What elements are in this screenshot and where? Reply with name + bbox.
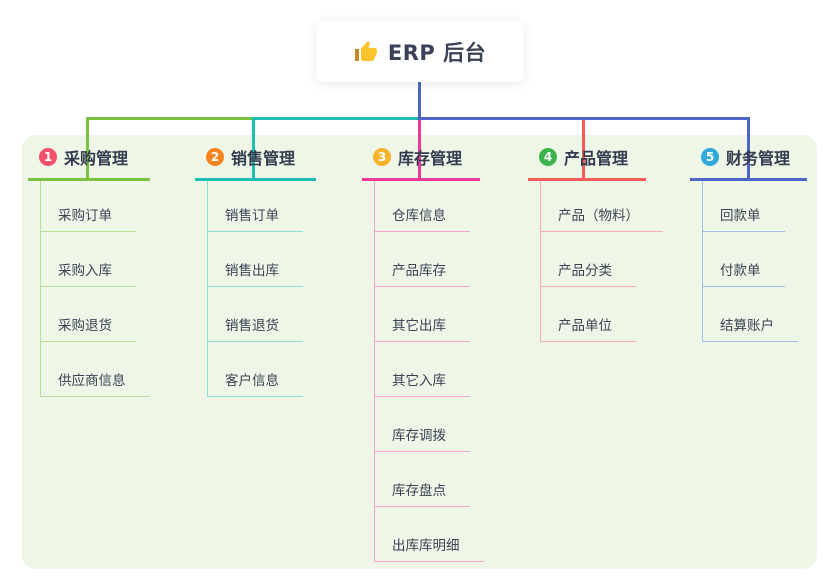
child-label: 产品库存 [392,263,446,279]
child-label: 其它出库 [392,318,446,334]
branch-header[interactable]: 3 库存管理 [362,145,480,181]
child-label: 其它入库 [392,373,446,389]
child-label: 仓库信息 [392,208,446,224]
child-label: 产品（物料） [558,208,639,224]
child-label: 采购订单 [58,208,112,224]
branch-number-badge: 3 [373,148,391,166]
child-node[interactable]: 销售出库 [208,232,303,287]
child-node[interactable]: 采购订单 [41,181,136,232]
root-node-title: ERP 后台 [387,40,487,65]
child-node[interactable]: 采购入库 [41,232,136,287]
child-node[interactable]: 其它入库 [375,342,470,397]
branch-node-2: 2 销售管理 销售订单 销售出库 销售退货 客户信息 [195,145,316,397]
child-node[interactable]: 回款单 [703,181,785,232]
branch-node-4: 4 产品管理 产品（物料） 产品分类 产品单位 [528,145,663,342]
child-node[interactable]: 供应商信息 [41,342,150,397]
child-node[interactable]: 库存调拨 [375,397,470,452]
child-label: 客户信息 [225,373,279,389]
child-label: 产品单位 [558,318,612,334]
child-label: 付款单 [720,263,761,279]
child-label: 销售订单 [225,208,279,224]
child-node[interactable]: 销售退货 [208,287,303,342]
child-node[interactable]: 仓库信息 [375,181,470,232]
branch-children: 采购订单 采购入库 采购退货 供应商信息 [40,181,150,397]
child-label: 采购入库 [58,263,112,279]
root-node-erp[interactable]: ERP 后台 [316,21,524,82]
branch-children: 仓库信息 产品库存 其它出库 其它入库 库存调拨 库存盘点 出库库明细 [374,181,484,562]
child-label: 销售出库 [225,263,279,279]
branch-node-5: 5 财务管理 回款单 付款单 结算账户 [690,145,807,342]
child-node[interactable]: 出库库明细 [375,507,484,562]
child-node[interactable]: 其它出库 [375,287,470,342]
branch-label: 销售管理 [231,149,296,168]
branch-header[interactable]: 1 采购管理 [28,145,150,181]
child-label: 回款单 [720,208,761,224]
branch-number-badge: 1 [39,148,57,166]
child-node[interactable]: 库存盘点 [375,452,470,507]
child-node[interactable]: 结算账户 [703,287,798,342]
child-node[interactable]: 产品分类 [541,232,636,287]
thumbs-up-icon [354,40,378,64]
child-node[interactable]: 产品库存 [375,232,470,287]
child-node[interactable]: 销售订单 [208,181,303,232]
branch-number-badge: 5 [701,148,719,166]
branch-children: 产品（物料） 产品分类 产品单位 [540,181,663,342]
child-node[interactable]: 产品（物料） [541,181,663,232]
branch-header[interactable]: 4 产品管理 [528,145,646,181]
branches-panel [22,135,817,569]
branch-header[interactable]: 2 销售管理 [195,145,316,181]
branch-number-badge: 2 [206,148,224,166]
child-node[interactable]: 采购退货 [41,287,136,342]
branch-label: 财务管理 [726,149,791,168]
child-label: 结算账户 [720,318,774,334]
branch-label: 库存管理 [398,149,463,168]
child-label: 库存盘点 [392,483,446,499]
branch-node-3: 3 库存管理 仓库信息 产品库存 其它出库 其它入库 库存调拨 库存盘点 出库库… [362,145,484,562]
child-label: 库存调拨 [392,428,446,444]
child-node[interactable]: 产品单位 [541,287,636,342]
branch-children: 销售订单 销售出库 销售退货 客户信息 [207,181,303,397]
child-label: 销售退货 [225,318,279,334]
branch-label: 采购管理 [64,149,129,168]
branch-node-1: 1 采购管理 采购订单 采购入库 采购退货 供应商信息 [28,145,150,397]
branch-number-badge: 4 [539,148,557,166]
child-label: 采购退货 [58,318,112,334]
branch-children: 回款单 付款单 结算账户 [702,181,798,342]
child-label: 供应商信息 [58,373,126,389]
child-label: 出库库明细 [392,538,460,554]
child-node[interactable]: 付款单 [703,232,785,287]
child-label: 产品分类 [558,263,612,279]
branch-header[interactable]: 5 财务管理 [690,145,807,181]
branch-label: 产品管理 [564,149,629,168]
child-node[interactable]: 客户信息 [208,342,303,397]
